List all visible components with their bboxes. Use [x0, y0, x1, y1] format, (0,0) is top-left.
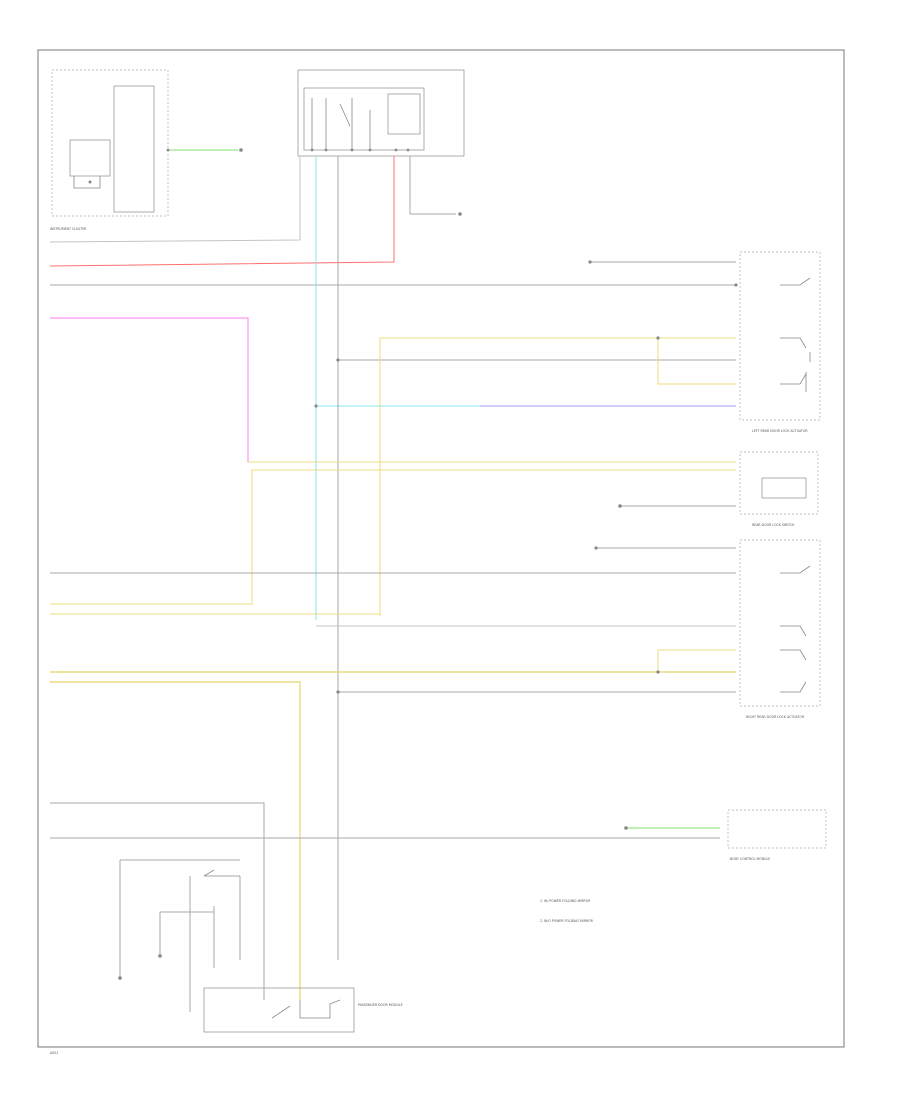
left-rear-door-lock-label: LEFT REAR DOOR LOCK ACTUATOR: [752, 429, 808, 433]
passenger-door-module: PASSENGER DOOR MODULE: [203, 987, 403, 1033]
left-rear-door-lock-actuator: LEFT REAR DOOR LOCK ACTUATOR: [739, 251, 821, 433]
top-module: [297, 69, 465, 157]
wire-gray-top: [49, 156, 301, 243]
body-control-module: BODY CONTROL MODULE: [727, 809, 827, 861]
rear-door-lock-switch: REAR DOOR LOCK SWITCH: [618, 451, 819, 527]
legend: 1. W/ POWER FOLDING MIRROR 2. W/O POWER …: [540, 899, 594, 923]
instrument-cluster: INSTRUMENT CLUSTER: [50, 69, 169, 231]
right-rear-door-lock-label: RIGHT REAR DOOR LOCK ACTUATOR: [746, 715, 805, 719]
wire-yellow-mid: [50, 469, 736, 605]
wire-yellow-upper: [379, 337, 736, 616]
wire-pink: [50, 317, 280, 463]
passenger-door-module-label: PASSENGER DOOR MODULE: [358, 1003, 403, 1007]
rear-door-lock-switch-label: REAR DOOR LOCK SWITCH: [752, 523, 795, 527]
body-control-module-label: BODY CONTROL MODULE: [730, 857, 770, 861]
legend-item-1: 1. W/ POWER FOLDING MIRROR: [540, 899, 591, 903]
grid-id: A001: [50, 1051, 58, 1055]
instrument-cluster-label: INSTRUMENT CLUSTER: [50, 227, 87, 231]
right-rear-door-lock-actuator: RIGHT REAR DOOR LOCK ACTUATOR: [739, 539, 821, 719]
legend-item-2: 2. W/O POWER FOLDING MIRROR: [540, 919, 594, 923]
diagram-frame: [37, 49, 845, 1048]
mirror-switch-group: [118, 859, 241, 1012]
wire-red: [49, 156, 395, 267]
